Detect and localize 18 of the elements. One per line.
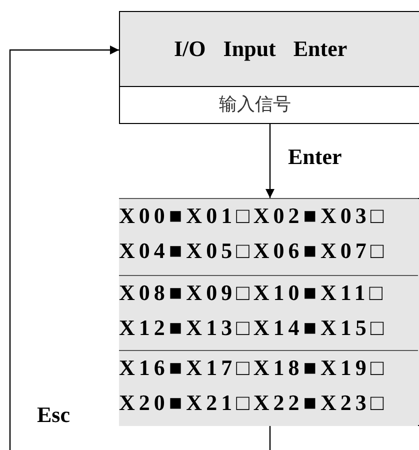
box-subtitle: 输入信号 [219,93,291,116]
status-row: X00■X01□X02■X03□ [119,203,388,229]
status-row: X16■X17□X18■X19□ [119,355,388,381]
status-band [119,350,418,426]
box-title: I/O Input Enter [174,36,348,62]
status-row: X04■X05□X06■X07□ [119,238,388,264]
connector-line [269,426,271,450]
status-row: X12■X13□X14■X15□ [119,315,388,341]
status-row: X08■X09□X10■X11□ [119,280,386,306]
edge-label: Enter [288,144,342,170]
status-band [119,275,418,350]
status-panel [119,198,419,426]
input-box [119,11,419,124]
status-band [119,198,418,275]
edge-label: Esc [37,402,70,428]
arrow [9,46,119,450]
status-row: X20■X21□X22■X23□ [119,390,388,416]
arrow [266,124,274,198]
